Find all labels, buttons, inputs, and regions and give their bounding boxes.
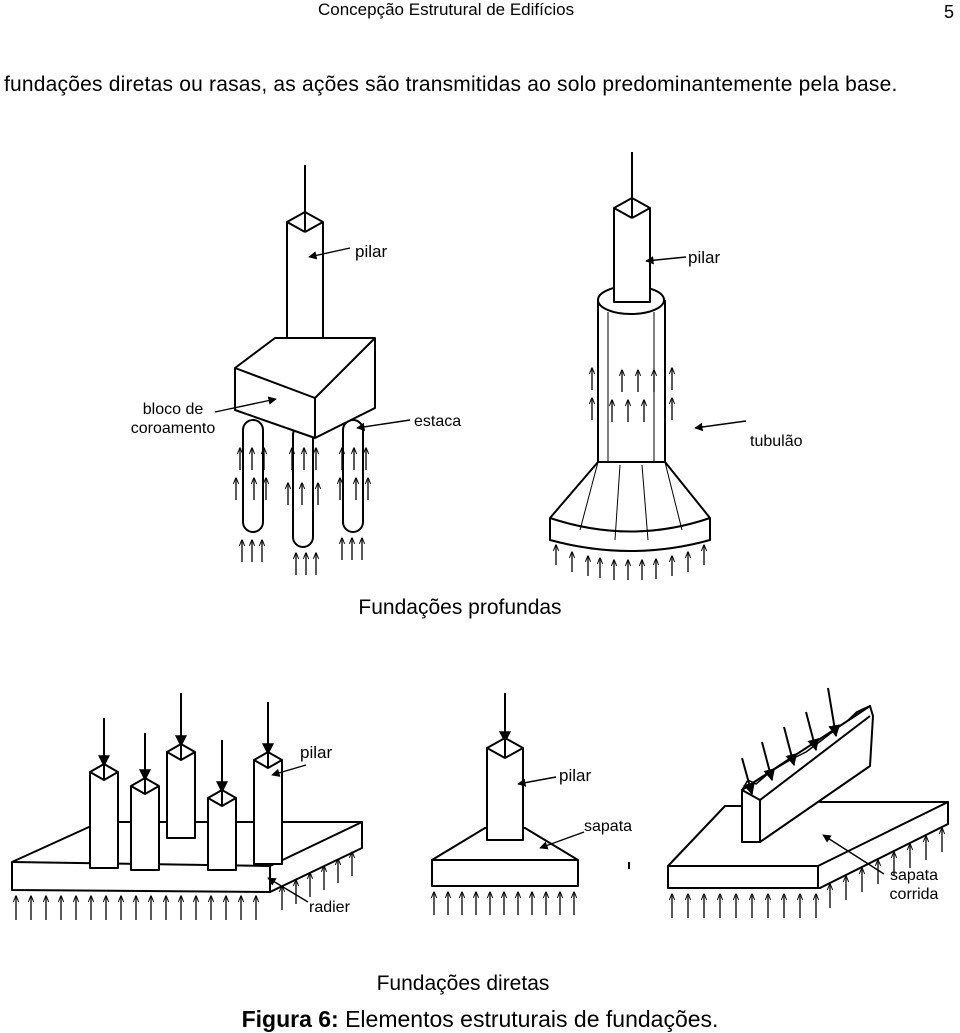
body-paragraph: fundações diretas ou rasas, as ações são… — [4, 73, 898, 96]
caption-prefix: Figura 6: — [241, 1006, 339, 1032]
label-sapata: sapata — [584, 818, 632, 835]
leader-arrows — [214, 247, 885, 903]
label-bloco-line2: coroamento — [131, 420, 216, 437]
stray-mark — [628, 862, 630, 869]
label-radier: radier — [309, 899, 351, 916]
leader-radier — [267, 877, 309, 903]
estaca-pile-1 — [242, 419, 264, 533]
estaca-pile-2 — [292, 424, 314, 548]
sapata-drawing — [431, 693, 579, 887]
pilar-column-sapata — [486, 737, 524, 841]
leader-pilar-left — [308, 247, 351, 260]
running-header-title: Concepção Estrutural de Edifícios — [318, 0, 575, 19]
leader-estaca — [356, 419, 411, 432]
label-estaca: estaca — [414, 413, 461, 430]
label-bloco-line1: bloco de — [143, 401, 204, 418]
heading-fundacoes-profundas: Fundações profundas — [358, 596, 561, 619]
radier-soil-arrows — [16, 852, 352, 920]
leader-sapata — [539, 831, 585, 850]
label-tubulao: tubulão — [750, 433, 803, 450]
leader-sapata-corrida — [822, 834, 885, 875]
label-pilar-left: pilar — [355, 242, 387, 261]
leader-bloco — [214, 396, 277, 413]
leader-pilar-sapata — [517, 776, 557, 787]
sapata-corrida-drawing — [667, 705, 949, 889]
tubulao-bell — [549, 461, 711, 552]
page-number: 5 — [944, 2, 955, 22]
radier-load-arrows — [98, 693, 274, 794]
caption-text: Elementos estruturais de fundações. — [338, 1006, 719, 1032]
heading-fundacoes-diretas: Fundações diretas — [377, 972, 550, 995]
estaca-pile-3 — [342, 419, 364, 533]
sapata-corrida-load-arrows — [741, 687, 841, 796]
tubulao-arrows — [556, 368, 704, 580]
label-pilar-sapata: pilar — [559, 766, 591, 785]
leader-pilar-radier — [271, 764, 307, 777]
leader-pilar-right — [645, 256, 687, 265]
foundations-figure: pilar pilar bloco de coroamento estaca t… — [11, 152, 949, 995]
tubulao-drawing — [549, 152, 711, 552]
label-sapata-corrida-line1: sapata — [890, 867, 938, 884]
radier-drawing — [11, 693, 363, 893]
label-pilar-radier: pilar — [300, 743, 332, 762]
sapata-corrida-soil-arrows — [672, 828, 942, 918]
radier-columns — [89, 743, 283, 871]
pile-skin-arrows — [236, 448, 368, 575]
bloco-coroamento — [234, 337, 376, 439]
label-pilar-right: pilar — [688, 248, 720, 267]
pilar-column-right — [613, 197, 651, 303]
pile-cap-drawing — [234, 165, 376, 548]
figure-caption: Figura 6: Elementos estruturais de funda… — [0, 1006, 960, 1033]
label-sapata-corrida-line2: corrida — [890, 886, 939, 903]
sapata-soil-arrows — [434, 892, 574, 915]
leader-tubulao — [694, 420, 747, 432]
